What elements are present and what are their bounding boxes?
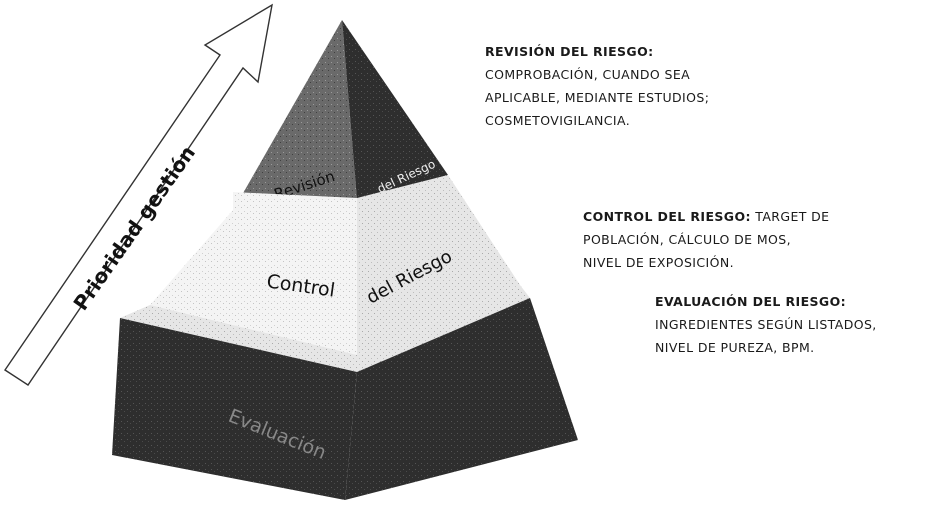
description-control: Control del riesgo: target de población,… — [583, 205, 903, 274]
description-revision-line-1: Comprobación, cuando sea — [485, 67, 691, 82]
revision-left-face — [242, 20, 357, 200]
pyramid-level-revision: Revisión del Riesgo — [242, 20, 448, 203]
description-revision: Revisión del riesgo: Comprobación, cuand… — [485, 40, 815, 132]
description-revision-line-2: aplicable, mediante estudios; — [485, 90, 710, 105]
description-control-line-2: nivel de exposición. — [583, 255, 734, 270]
evaluacion-right-face — [345, 298, 578, 500]
control-right-face — [357, 175, 520, 355]
description-evaluacion-line-1: ingredientes según listados, — [655, 317, 877, 332]
revision-right-face — [342, 20, 448, 200]
pyramid-level-evaluacion: Evaluación — [112, 285, 578, 500]
evaluacion-top-band — [120, 305, 357, 372]
control-left-face — [150, 204, 357, 355]
pyramid-level-control: Control del Riesgo — [150, 175, 520, 355]
description-revision-heading: Revisión del riesgo: — [485, 44, 654, 59]
description-control-first-line-rest: target de — [755, 209, 830, 224]
description-evaluacion: Evaluación del riesgo: ingredientes segú… — [655, 290, 950, 359]
description-control-heading: Control del riesgo: — [583, 209, 751, 224]
evaluacion-top-band-right — [357, 285, 530, 372]
description-evaluacion-line-2: nivel de pureza, BPM. — [655, 340, 815, 355]
evaluacion-left-face — [112, 318, 357, 500]
priority-arrow-shape — [4, 3, 273, 386]
description-revision-line-3: cosmetovigilancia. — [485, 113, 631, 128]
description-control-line-1: población, cálculo de MoS, — [583, 232, 791, 247]
description-evaluacion-heading: Evaluación del riesgo: — [655, 294, 846, 309]
